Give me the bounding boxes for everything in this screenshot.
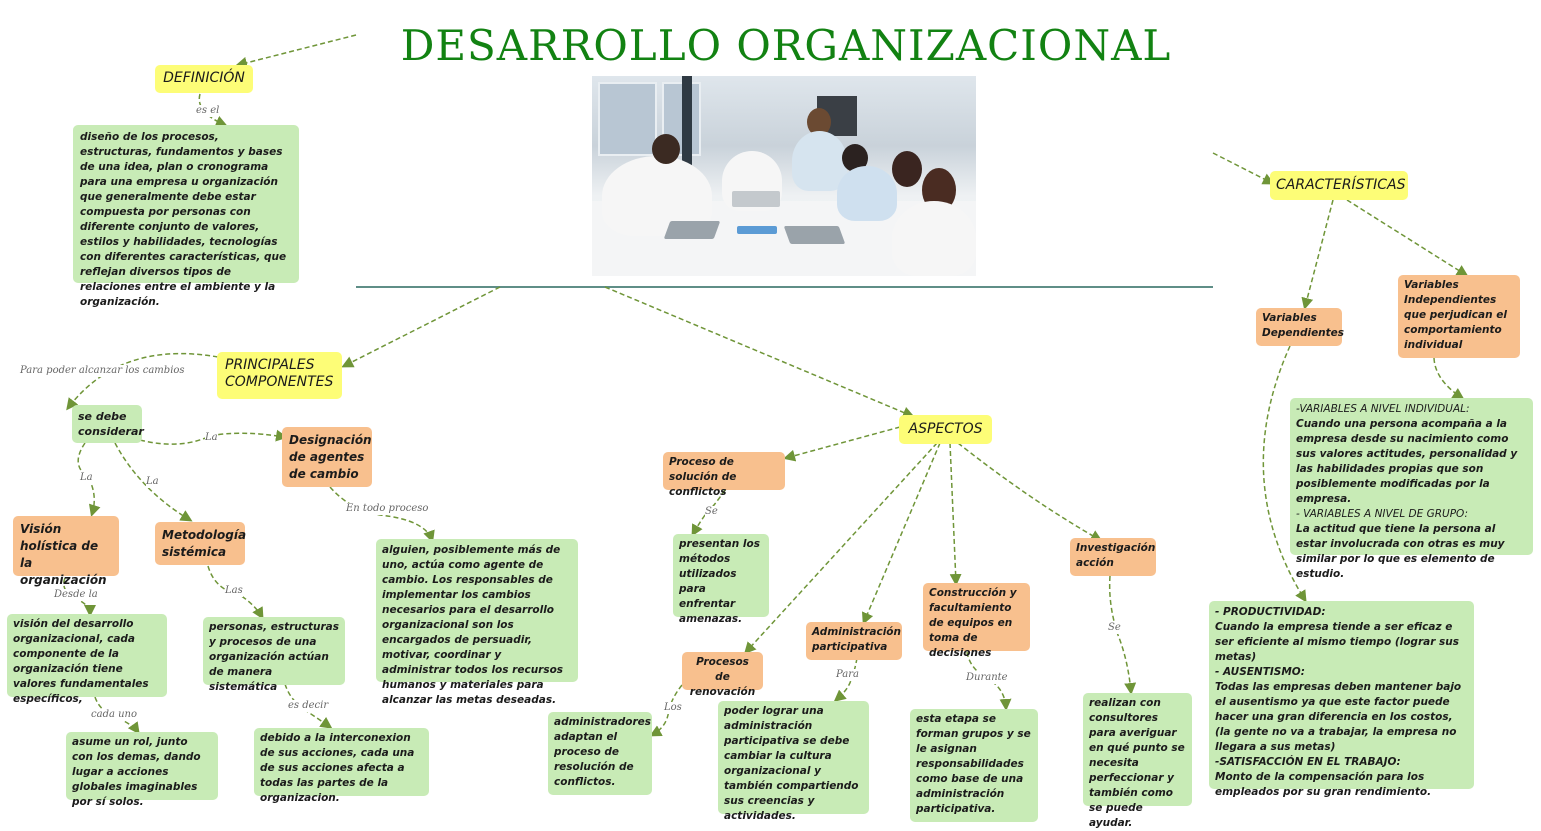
link-label: La	[146, 476, 159, 488]
node-investigacion-accion[interactable]: Investigación acción	[1070, 538, 1156, 576]
text-line: Cuando la empresa tiende a ser eficaz e …	[1215, 621, 1460, 663]
node-aspectos[interactable]: ASPECTOS	[899, 415, 992, 444]
text-line: Cuando una persona acompaña a la empresa…	[1296, 418, 1518, 505]
node-solucion-text[interactable]: presentan los métodos utilizados para en…	[673, 534, 769, 625]
node-administracion-participativa[interactable]: Administración participativa	[806, 622, 902, 660]
link-label: Las	[225, 585, 243, 597]
divider-line	[356, 286, 1213, 288]
link-label: Durante	[966, 672, 1008, 684]
document-decoration	[737, 226, 777, 234]
node-vision-holistica[interactable]: Visión holística de la organización	[13, 516, 119, 587]
link-label: La	[205, 432, 218, 444]
node-metodologia-sistemica[interactable]: Metodología sistémica	[155, 522, 246, 565]
text-line: La actitud que tiene la persona al estar…	[1296, 523, 1505, 580]
node-caracteristicas[interactable]: CARACTERÍSTICAS	[1270, 171, 1408, 200]
person-figure	[892, 201, 976, 276]
text-line: - PRODUCTIVIDAD:	[1215, 606, 1326, 618]
node-investigacion-text[interactable]: realizan con consultores para averiguar …	[1083, 693, 1192, 829]
text-line: -SATISFACCIÓN EN EL TRABAJO:	[1215, 756, 1401, 768]
node-dependientes-text[interactable]: - PRODUCTIVIDAD: Cuando la empresa tiend…	[1209, 601, 1474, 798]
node-construccion-equipos[interactable]: Construcción y facultamiento de equipos …	[923, 583, 1030, 659]
pillar-decoration	[682, 76, 692, 186]
laptop-decoration	[783, 226, 846, 244]
text-line: -VARIABLES A NIVEL INDIVIDUAL:	[1296, 403, 1470, 415]
node-se-debe-considerar[interactable]: se debe considerar	[72, 405, 144, 443]
node-principales-componentes[interactable]: PRINCIPALES COMPONENTES	[217, 352, 342, 399]
link-label: Para poder alcanzar los cambios	[20, 365, 185, 377]
link-label: Los	[664, 702, 682, 714]
node-metodologia-text[interactable]: personas, estructuras y procesos de una …	[203, 617, 345, 693]
node-definicion-text[interactable]: diseño de los procesos, estructuras, fun…	[73, 125, 299, 308]
link-label: Para	[836, 669, 859, 681]
node-construccion-text[interactable]: esta etapa se forman grupos y se le asig…	[910, 709, 1038, 822]
text-line: Todas las empresas deben mantener bajo e…	[1215, 681, 1462, 753]
laptop-decoration	[663, 221, 721, 239]
link-label: Desde la	[54, 589, 98, 601]
node-vision-text2[interactable]: asume un rol, junto con los demas, dando…	[66, 732, 218, 808]
text-line: - VARIABLES A NIVEL DE GRUPO:	[1296, 508, 1469, 520]
node-designacion-text[interactable]: alguien, posiblemente más de uno, actúa …	[376, 539, 578, 706]
node-vision-text[interactable]: visión del desarrollo organizacional, ca…	[7, 614, 167, 705]
node-renovacion-text[interactable]: administradores adaptan el proceso de re…	[548, 712, 652, 795]
link-label: es decir	[288, 700, 329, 712]
laptop-decoration	[732, 191, 780, 207]
person-head	[652, 134, 680, 164]
link-label: Se	[705, 506, 718, 518]
node-designacion-agentes[interactable]: Designación de agentes de cambio	[282, 427, 372, 487]
window-decoration	[598, 82, 657, 156]
node-independientes-text[interactable]: -VARIABLES A NIVEL INDIVIDUAL: Cuando un…	[1290, 398, 1533, 580]
node-variables-independientes[interactable]: Variables Independientes que perjudican …	[1398, 275, 1520, 358]
person-figure	[792, 131, 847, 191]
link-label: cada uno	[91, 709, 138, 721]
node-variables-dependientes[interactable]: Variables Dependientes	[1256, 308, 1344, 346]
link-label: Se	[1108, 622, 1121, 634]
link-label: es el	[196, 105, 220, 117]
page-title: DESARROLLO ORGANIZACIONAL	[400, 21, 1172, 70]
link-label: La	[80, 472, 93, 484]
person-head	[892, 151, 922, 187]
node-proceso-solucion[interactable]: Proceso de solución de conflictos	[663, 452, 785, 498]
text-line: Monto de la compensación para los emplea…	[1215, 771, 1432, 798]
text-line: - AUSENTISMO:	[1215, 666, 1305, 678]
node-definicion[interactable]: DEFINICIÓN	[155, 65, 253, 93]
node-metodologia-text2[interactable]: debido a la interconexion de sus accione…	[254, 728, 429, 804]
link-label: En todo proceso	[346, 503, 429, 515]
node-administracion-text[interactable]: poder lograr una administración particip…	[718, 701, 869, 822]
node-procesos-renovacion[interactable]: Procesos de renovación	[682, 652, 763, 698]
person-figure	[837, 166, 897, 221]
team-photo	[592, 76, 976, 276]
